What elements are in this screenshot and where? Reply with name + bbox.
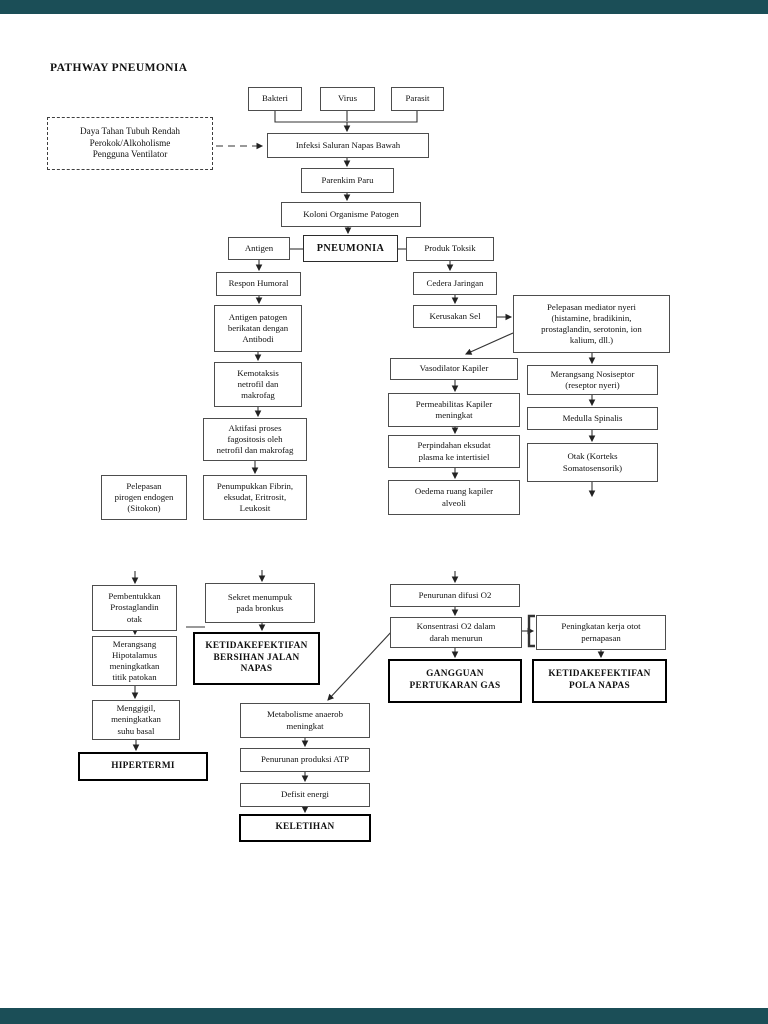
flow-node-pneumonia: PNEUMONIA (303, 235, 398, 262)
flow-node-nosiseptor: Merangsang Nosiseptor (reseptor nyeri) (527, 365, 658, 395)
flow-node-bersihan: KETIDAKEFEKTIFAN BERSIHAN JALAN NAPAS (193, 632, 320, 685)
flow-node-label: Medulla Spinalis (562, 412, 623, 423)
flow-node-label: Cedera Jaringan (426, 277, 484, 288)
flow-node-virus: Virus (320, 87, 375, 111)
flow-node-kerja-otot: Peningkatan kerja otot pernapasan (536, 615, 666, 650)
flow-node-label: KELETIHAN (275, 822, 335, 833)
flow-node-vasodilator: Vasodilator Kapiler (390, 358, 518, 380)
flow-node-medulla: Medulla Spinalis (527, 407, 658, 430)
flow-node-label: Aktifasi proses fagositosis oleh netrofi… (216, 422, 294, 456)
flow-node-label: KETIDAKEFEKTIFAN POLA NAPAS (548, 669, 651, 691)
flow-node-defisit: Defisit energi (240, 783, 370, 807)
flow-node-difusi-o2: Penurunan difusi O2 (390, 584, 520, 607)
flow-node-label: Pembentukkan Prostaglandin otak (108, 591, 161, 624)
flow-node-kemotaksis: Kemotaksis netrofil dan makrofag (214, 362, 302, 407)
flow-node-label: Pelepasan pirogen endogen (Sitokon) (114, 480, 174, 514)
flow-node-label: Vasodilator Kapiler (419, 363, 489, 374)
flow-node-label: Sekret menumpuk pada bronkus (227, 591, 293, 613)
flow-node-parenkim: Parenkim Paru (301, 168, 394, 193)
flow-node-label: Bakteri (262, 93, 288, 104)
flow-node-label: Penurunan produksi ATP (261, 754, 349, 765)
flow-node-produk-toksik: Produk Toksik (406, 237, 494, 261)
flow-node-kerusakan: Kerusakan Sel (413, 305, 497, 328)
flow-node-antigen: Antigen (228, 237, 290, 260)
flow-node-label: Koloni Organisme Patogen (303, 208, 399, 219)
flow-node-label: Metabolisme anaerob meningkat (267, 709, 343, 731)
flow-node-label: Virus (337, 93, 358, 104)
flow-node-gangguan-gas: GANGGUAN PERTUKARAN GAS (388, 659, 522, 703)
flow-node-aktifasi: Aktifasi proses fagositosis oleh netrofi… (203, 418, 307, 461)
flow-node-label: Kemotaksis netrofil dan makrofag (237, 367, 279, 401)
flow-node-cedera: Cedera Jaringan (413, 272, 497, 295)
flow-node-label: Parasit (405, 93, 430, 104)
flow-node-hipertermi: HIPERTERMI (78, 752, 208, 781)
flow-node-label: Merangsang Hipotalamus meningkatkan titi… (109, 638, 160, 683)
viewer-top-bar (0, 0, 768, 14)
flow-node-metabolisme: Metabolisme anaerob meningkat (240, 703, 370, 738)
flow-node-hipotalamus: Merangsang Hipotalamus meningkatkan titi… (92, 636, 177, 686)
flow-node-label: Infeksi Saluran Napas Bawah (295, 139, 401, 150)
flow-node-sekret: Sekret menumpuk pada bronkus (205, 583, 315, 623)
flow-node-label: Menggigil, meningkatkan suhu basal (111, 703, 161, 736)
flow-node-permeabilitas: Permeabilitas Kapiler meningkat (388, 393, 520, 427)
flow-node-label: Kerusakan Sel (429, 310, 481, 321)
flow-node-pembentukkan: Pembentukkan Prostaglandin otak (92, 585, 177, 631)
flow-node-label: GANGGUAN PERTUKARAN GAS (409, 669, 501, 691)
flow-node-mediator: Pelepasan mediator nyeri (histamine, bra… (513, 295, 670, 353)
flow-node-konsentrasi-o2: Konsentrasi O2 dalam darah menurun (390, 617, 522, 648)
flow-node-parasit: Parasit (391, 87, 444, 111)
flow-node-label: Produk Toksik (424, 243, 476, 254)
flow-node-label: Parenkim Paru (321, 174, 374, 185)
flow-node-penurunan-atp: Penurunan produksi ATP (240, 748, 370, 772)
flow-node-label: Oedema ruang kapiler alveoli (414, 486, 494, 508)
flow-node-label: Pelepasan mediator nyeri (histamine, bra… (541, 301, 642, 346)
flow-node-menggigil: Menggigil, meningkatkan suhu basal (92, 700, 180, 740)
flow-node-label: KETIDAKEFEKTIFAN BERSIHAN JALAN NAPAS (205, 640, 308, 675)
flow-node-label: HIPERTERMI (111, 760, 175, 771)
flow-node-otak: Otak (Korteks Somatosensorik) (527, 443, 658, 482)
viewer-bottom-bar (0, 1008, 768, 1024)
flow-node-label: Perpindahan eksudat plasma ke intertisie… (417, 440, 491, 462)
flow-node-oedema: Oedema ruang kapiler alveoli (388, 480, 520, 515)
flow-node-label: Penurunan difusi O2 (418, 589, 492, 600)
flow-node-label: Defisit energi (281, 789, 329, 800)
flow-node-infeksi: Infeksi Saluran Napas Bawah (267, 133, 429, 158)
flow-node-koloni: Koloni Organisme Patogen (281, 202, 421, 227)
flow-node-penumpukkan: Penumpukkan Fibrin, eksudat, Eritrosit, … (203, 475, 307, 520)
page-title: PATHWAY PNEUMONIA (50, 62, 188, 74)
flow-node-label: Otak (Korteks Somatosensorik) (562, 451, 623, 473)
flow-node-label: Konsentrasi O2 dalam darah menurun (416, 621, 496, 643)
flow-node-pola-napas: KETIDAKEFEKTIFAN POLA NAPAS (532, 659, 667, 703)
flow-node-perpindahan: Perpindahan eksudat plasma ke intertisie… (388, 435, 520, 468)
flow-node-label: PNEUMONIA (316, 242, 385, 254)
flow-node-bakteri: Bakteri (248, 87, 302, 111)
flow-node-keletihan: KELETIHAN (239, 814, 371, 842)
flow-node-label: Daya Tahan Tubuh Rendah Perokok/Alkoholi… (80, 125, 180, 160)
flow-node-label: Antigen patogen berikatan dengan Antibod… (227, 311, 289, 345)
flow-node-antigen-patogen: Antigen patogen berikatan dengan Antibod… (214, 305, 302, 352)
flow-node-label: Permeabilitas Kapiler meningkat (415, 398, 493, 420)
flow-node-label: Antigen (244, 242, 274, 253)
flow-node-label: Penumpukkan Fibrin, eksudat, Eritrosit, … (216, 480, 294, 514)
flow-node-label: Merangsang Nosiseptor (reseptor nyeri) (550, 368, 635, 390)
flow-node-pirogen: Pelepasan pirogen endogen (Sitokon) (101, 475, 187, 520)
flow-node-faktor-risiko: Daya Tahan Tubuh Rendah Perokok/Alkoholi… (47, 117, 213, 170)
flow-node-label: Respon Humoral (228, 278, 289, 289)
flow-node-label: Peningkatan kerja otot pernapasan (561, 621, 641, 643)
flow-node-respon-humoral: Respon Humoral (216, 272, 301, 296)
